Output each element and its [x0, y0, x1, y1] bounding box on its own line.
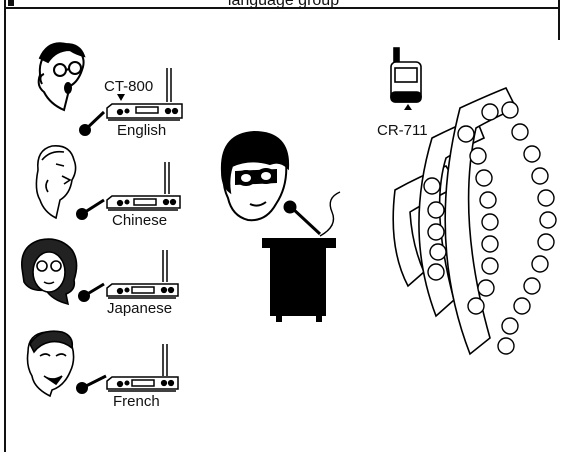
language-label-japanese: Japanese: [107, 300, 173, 317]
transmitter-pointer-arrow: [117, 94, 125, 101]
receiver-pointer-arrow: [404, 104, 412, 110]
diagram-frame: [4, 0, 560, 452]
language-label-french: French: [113, 393, 160, 410]
frame-corner-marker: [8, 0, 14, 6]
interpreter-french-head: [26, 330, 75, 398]
speaker-microphone: [283, 200, 322, 236]
speaker-head: [220, 130, 290, 222]
transmitter-french: [106, 344, 179, 392]
interpreter-chinese-head: [35, 144, 77, 220]
interpreter-chinese-mic: [76, 198, 105, 220]
receiver-device: [390, 47, 422, 103]
podium-mic-cable: [319, 191, 341, 237]
transmitter-japanese: [106, 250, 179, 299]
audience-seat-circles: [423, 101, 557, 355]
transmitter-english: [106, 68, 183, 121]
receiver-model-label: CR-711: [377, 122, 428, 139]
language-label-chinese: Chinese: [112, 212, 168, 229]
podium: [262, 238, 336, 322]
transmitter-model-label: CT-800: [104, 78, 154, 95]
diagram-title: language group: [227, 0, 340, 9]
interpreter-french-mic: [76, 374, 107, 394]
interpreter-japanese-head: [21, 238, 78, 306]
interpreter-english-head: [37, 42, 86, 112]
interpreter-english-mic: [79, 110, 106, 136]
interpreter-japanese-mic: [78, 282, 105, 302]
language-label-english: English: [117, 122, 167, 139]
transmitter-chinese: [106, 162, 181, 211]
